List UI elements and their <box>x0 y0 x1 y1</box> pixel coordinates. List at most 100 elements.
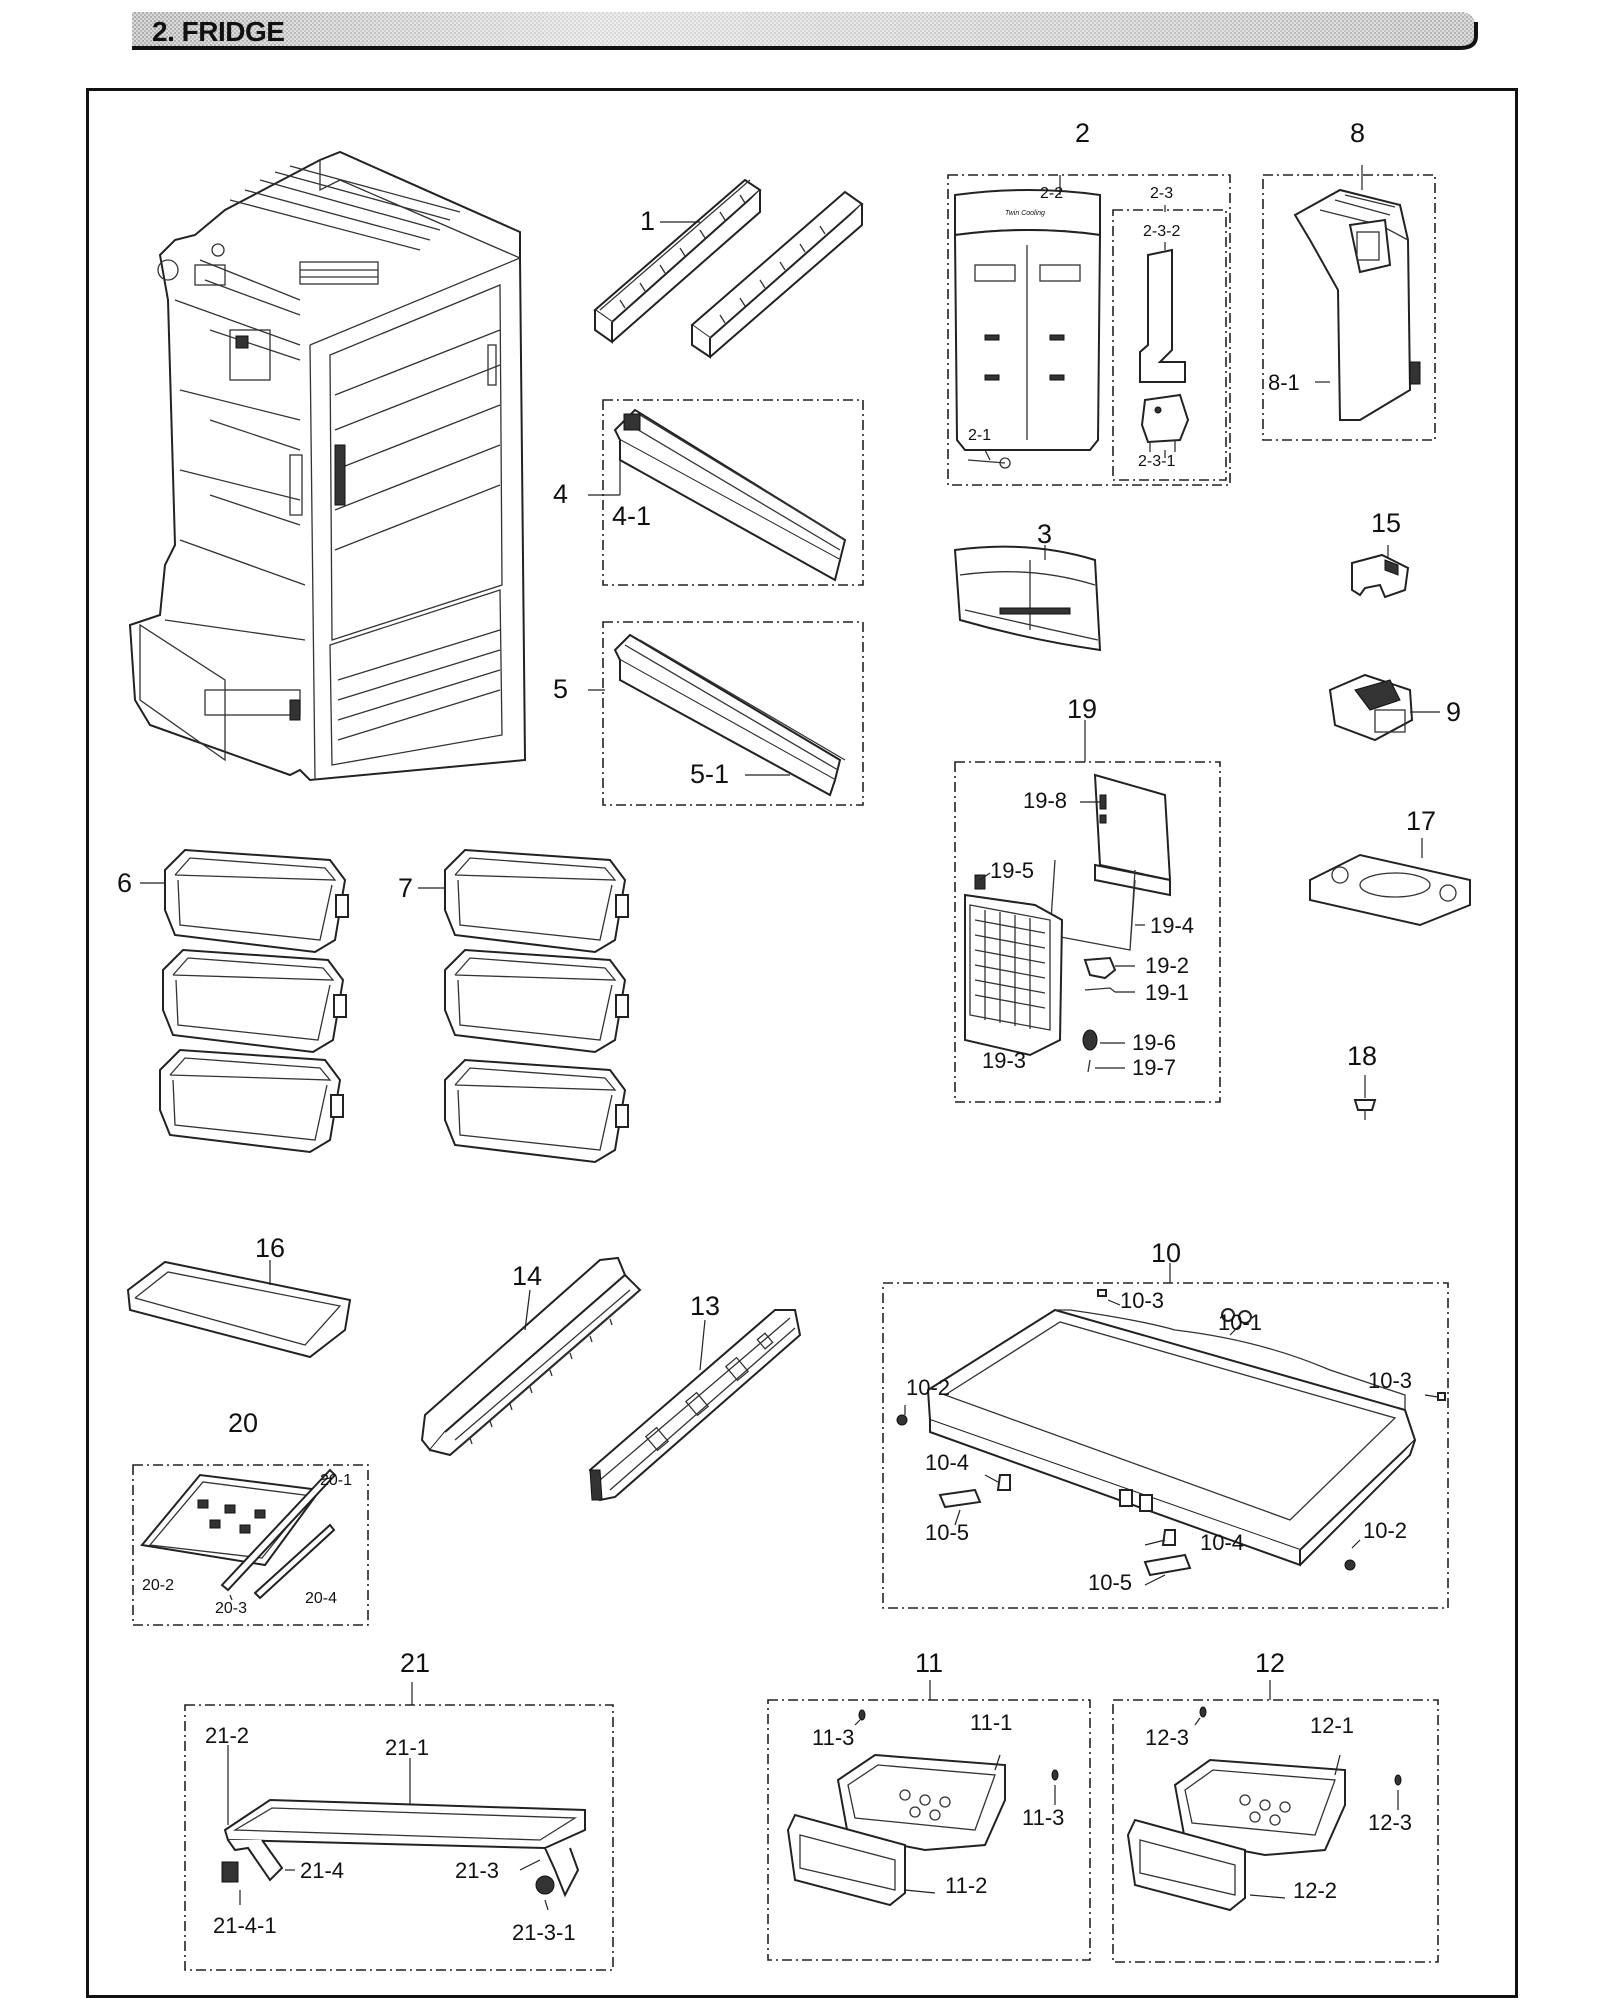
callout-8: 8 <box>1350 118 1365 148</box>
callout-11-3-right: 11-3 <box>1022 1805 1064 1830</box>
callout-2: 2 <box>1075 118 1090 148</box>
part-7-bins <box>418 848 629 1164</box>
callout-19-4: 19-4 <box>1150 913 1194 938</box>
part-2-box <box>947 174 1231 486</box>
part-11-drawer <box>786 1680 1059 1907</box>
callout-21-2: 21-2 <box>205 1723 249 1748</box>
callout-10-5-left: 10-5 <box>925 1520 969 1545</box>
part-6-bins <box>140 848 349 1154</box>
callout-19-8: 19-8 <box>1023 788 1067 813</box>
callout-1: 1 <box>640 206 655 236</box>
part-21-box <box>184 1704 614 1971</box>
part-1-rails <box>593 178 864 359</box>
callout-21-3-1: 21-3-1 <box>512 1920 576 1945</box>
callout-19-6: 19-6 <box>1132 1030 1176 1055</box>
callout-2-2: 2-2 <box>1040 185 1063 202</box>
part-19-assembly <box>964 720 1172 1073</box>
callout-10: 10 <box>1151 1238 1181 1268</box>
header-banner <box>132 12 1478 50</box>
callout-11-1: 11-1 <box>970 1710 1012 1735</box>
callout-2-1: 2-1 <box>968 427 991 444</box>
part-9-damper <box>1328 673 1440 742</box>
part-4-box <box>602 399 864 586</box>
callout-17: 17 <box>1406 806 1436 836</box>
part-18-screw <box>1353 1075 1377 1120</box>
callout-18: 18 <box>1347 1041 1377 1071</box>
callout-21: 21 <box>400 1648 430 1678</box>
callout-4: 4 <box>553 479 568 509</box>
callout-12-1: 12-1 <box>1310 1713 1354 1738</box>
callout-10-4-left: 10-4 <box>925 1450 969 1475</box>
callout-2-3-1: 2-3-1 <box>1138 453 1175 470</box>
callout-13: 13 <box>690 1291 720 1321</box>
part-12-box <box>1112 1699 1439 1963</box>
svg-text:Twin Cooling: Twin Cooling <box>1005 210 1045 217</box>
callout-8-1: 8-1 <box>1268 370 1300 395</box>
callout-20: 20 <box>228 1408 258 1438</box>
callout-10-1: 10-1 <box>1218 1310 1262 1335</box>
callout-2-3-2: 2-3-2 <box>1143 223 1180 240</box>
callout-21-4-1: 21-4-1 <box>213 1913 277 1938</box>
callout-21-1: 21-1 <box>385 1735 429 1760</box>
callout-7: 7 <box>398 873 413 903</box>
callout-9: 9 <box>1446 697 1461 727</box>
part-17-holder <box>1309 838 1471 927</box>
part-2-panel: Twin Cooling <box>953 175 1102 469</box>
callout-6: 6 <box>117 868 132 898</box>
callout-20-2: 20-2 <box>142 1577 174 1594</box>
callout-20-1: 20-1 <box>320 1472 352 1489</box>
section-header: 2. FRIDGE <box>130 8 1480 52</box>
section-title: 2. FRIDGE <box>152 16 285 47</box>
part-19-box <box>954 761 1221 1103</box>
part-3-cover <box>953 545 1102 652</box>
callout-20-4: 20-4 <box>305 1590 337 1607</box>
part-2-3-assembly <box>1139 205 1190 458</box>
callout-11: 11 <box>915 1648 943 1678</box>
part-10-box <box>882 1282 1449 1609</box>
callout-5: 5 <box>553 674 568 704</box>
callout-4-1: 4-1 <box>612 501 651 531</box>
callout-5-1: 5-1 <box>690 759 729 789</box>
callout-19-1: 19-1 <box>1145 980 1189 1005</box>
part-20-box <box>132 1464 369 1626</box>
callout-21-3: 21-3 <box>455 1858 499 1883</box>
fridge-cabinet <box>128 150 527 782</box>
part-8-box <box>1262 174 1436 441</box>
part-11-box <box>767 1699 1091 1961</box>
part-4-rail <box>588 408 847 582</box>
callout-12-2: 12-2 <box>1293 1878 1337 1903</box>
part-5-rail <box>588 633 846 797</box>
part-12-drawer <box>1126 1680 1402 1912</box>
callout-19-5: 19-5 <box>990 858 1034 883</box>
callout-labels: 1 2 2-2 2-3 2-3-2 2-3-1 2-1 3 4 4-1 5 5-… <box>117 118 1461 1945</box>
part-21-assembly <box>221 1682 586 1911</box>
callout-2-3: 2-3 <box>1150 185 1173 202</box>
part-8-duct <box>1293 165 1421 421</box>
callout-21-4: 21-4 <box>300 1858 344 1883</box>
part-5-box <box>602 621 864 806</box>
callout-10-4-right: 10-4 <box>1200 1530 1244 1555</box>
callout-10-2-right: 10-2 <box>1363 1518 1407 1543</box>
part-15-clip <box>1351 545 1410 599</box>
part-2-3-box <box>1112 209 1227 481</box>
callout-11-3-left: 11-3 <box>812 1725 854 1750</box>
callout-12-3-right: 12-3 <box>1368 1810 1412 1835</box>
callout-10-5-right: 10-5 <box>1088 1570 1132 1595</box>
callout-16: 16 <box>255 1233 285 1263</box>
callout-19-3: 19-3 <box>982 1048 1026 1073</box>
part-14-rail <box>420 1256 642 1457</box>
part-20-assembly <box>140 1468 337 1601</box>
callout-14: 14 <box>512 1261 542 1291</box>
callout-19-7: 19-7 <box>1132 1055 1176 1080</box>
callout-10-3-top: 10-3 <box>1120 1288 1164 1313</box>
part-10-shelf <box>896 1263 1446 1586</box>
callout-20-3: 20-3 <box>215 1600 247 1617</box>
callout-12-3-left: 12-3 <box>1145 1725 1189 1750</box>
callout-12: 12 <box>1255 1648 1285 1678</box>
part-16-cover-plate <box>126 1260 352 1359</box>
callout-10-2-left: 10-2 <box>906 1375 950 1400</box>
part-13-rail <box>588 1309 802 1502</box>
callout-19: 19 <box>1067 694 1097 724</box>
callout-19-2: 19-2 <box>1145 953 1189 978</box>
